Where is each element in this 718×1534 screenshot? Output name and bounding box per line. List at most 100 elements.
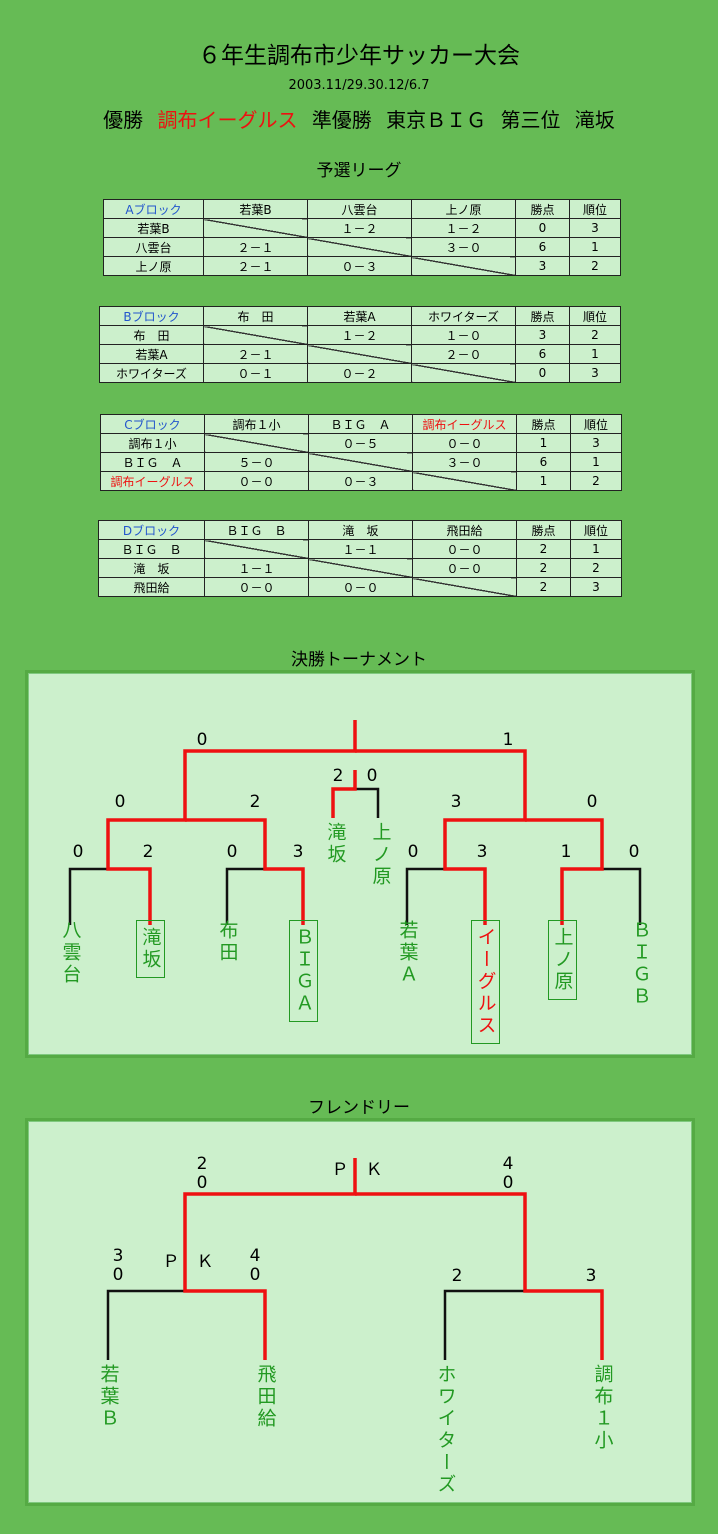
self-cell xyxy=(203,218,308,238)
round1-score: 0 xyxy=(226,842,238,862)
third-label: 第三位 xyxy=(500,108,561,132)
semifinal-score: 0 xyxy=(586,792,598,812)
points-cell: 0 xyxy=(515,363,570,383)
friendly-score: 4 0 xyxy=(249,1246,261,1285)
results-summary: 優勝 調布イーグルス 準優勝 東京ＢＩＧ 第三位 滝坂 xyxy=(0,104,718,133)
row-team: 若葉A xyxy=(99,344,204,364)
team-name: 若葉Ａ xyxy=(396,920,419,986)
score-cell: ０－０ xyxy=(204,471,309,491)
score-cell: ０－３ xyxy=(307,256,412,276)
final-title: 決勝トーナメント xyxy=(291,650,427,670)
round1-score: 1 xyxy=(560,842,572,862)
third-team: 滝坂 xyxy=(574,108,615,132)
pk-label: Ｐ Ｋ xyxy=(162,1252,214,1272)
score-cell: ０－１ xyxy=(203,363,308,383)
column-team: 若葉A xyxy=(307,306,412,326)
self-cell xyxy=(203,325,308,345)
friendly-score: 4 0 xyxy=(502,1154,514,1193)
friendly-score: 2 0 xyxy=(196,1154,208,1193)
points-cell: 1 xyxy=(516,471,571,491)
friendly-title: フレンドリー xyxy=(308,1098,410,1118)
score-cell: ０－０ xyxy=(412,558,517,578)
team-name: 滝坂 xyxy=(135,920,165,978)
self-cell xyxy=(412,471,517,491)
self-cell xyxy=(307,237,412,257)
event-dates: 2003.11/29.30.12/6.7 xyxy=(288,78,430,93)
score-cell: １－０ xyxy=(411,325,516,345)
third-place-score: 2 xyxy=(332,766,344,786)
team-name: 布田 xyxy=(216,920,239,964)
column-rank: 順位 xyxy=(569,199,621,219)
round1-score: 0 xyxy=(72,842,84,862)
points-cell: 2 xyxy=(516,577,571,597)
score-cell: １－１ xyxy=(308,539,413,559)
rank-cell: 2 xyxy=(569,256,621,276)
group-name: Bブロック xyxy=(99,306,204,326)
score-cell: ５－０ xyxy=(204,452,309,472)
pk-label: Ｐ Ｋ xyxy=(331,1160,383,1180)
champion-label: 優勝 xyxy=(103,108,144,132)
group-name: Aブロック xyxy=(103,199,204,219)
rank-cell: 2 xyxy=(570,471,622,491)
row-team: 調布イーグルス xyxy=(100,471,205,491)
round1-score: 0 xyxy=(407,842,419,862)
friendly-team-name: ホワイターズ xyxy=(434,1364,457,1496)
score-cell: １－２ xyxy=(307,325,412,345)
row-team: 飛田給 xyxy=(98,577,205,597)
self-cell xyxy=(308,558,413,578)
semifinal-score: 3 xyxy=(450,792,462,812)
column-team: ＢＩＧ Ｂ xyxy=(204,520,309,540)
semifinal-score: 0 xyxy=(114,792,126,812)
self-cell xyxy=(204,433,309,453)
runnerup-team: 東京ＢＩＧ xyxy=(386,108,487,132)
semifinal-score: 2 xyxy=(249,792,261,812)
runnerup-label: 準優勝 xyxy=(311,108,372,132)
round1-score: 0 xyxy=(628,842,640,862)
points-cell: 3 xyxy=(515,256,570,276)
friendly-score: 3 0 xyxy=(112,1246,124,1285)
column-rank: 順位 xyxy=(570,414,622,434)
score-cell: ２－１ xyxy=(203,256,308,276)
final-bracket-panel xyxy=(25,670,695,1058)
third-place-score: 0 xyxy=(366,766,378,786)
team-name: ＢＩＧＡ xyxy=(288,920,318,1022)
round1-score: 3 xyxy=(476,842,488,862)
self-cell xyxy=(411,256,516,276)
team-name: ＢＩＧＢ xyxy=(629,920,652,1008)
column-team: ホワイターズ xyxy=(411,306,516,326)
friendly-score: 3 xyxy=(585,1266,597,1286)
third-place-team: 滝坂 xyxy=(324,822,347,866)
final-score: 1 xyxy=(502,730,514,750)
team-name: 八雲台 xyxy=(59,920,82,986)
column-team: 布 田 xyxy=(203,306,308,326)
column-team: 八雲台 xyxy=(307,199,412,219)
friendly-bracket-panel xyxy=(25,1118,695,1506)
round1-score: 2 xyxy=(142,842,154,862)
champion-team: 調布イーグルス xyxy=(157,108,298,132)
self-cell xyxy=(308,452,413,472)
score-cell: ０－２ xyxy=(307,363,412,383)
rank-cell: 3 xyxy=(570,577,622,597)
friendly-score: 2 xyxy=(451,1266,463,1286)
prelim-title: 予選リーグ xyxy=(316,161,402,181)
score-cell: ０－５ xyxy=(308,433,413,453)
friendly-team-name: 飛田給 xyxy=(254,1364,277,1430)
friendly-team-name: 調布１小 xyxy=(591,1364,614,1452)
score-cell: ０－３ xyxy=(308,471,413,491)
score-cell: ２－１ xyxy=(203,344,308,364)
friendly-team-name: 若葉Ｂ xyxy=(97,1364,120,1430)
page-title: ６年生調布市少年サッカー大会 xyxy=(198,43,520,69)
